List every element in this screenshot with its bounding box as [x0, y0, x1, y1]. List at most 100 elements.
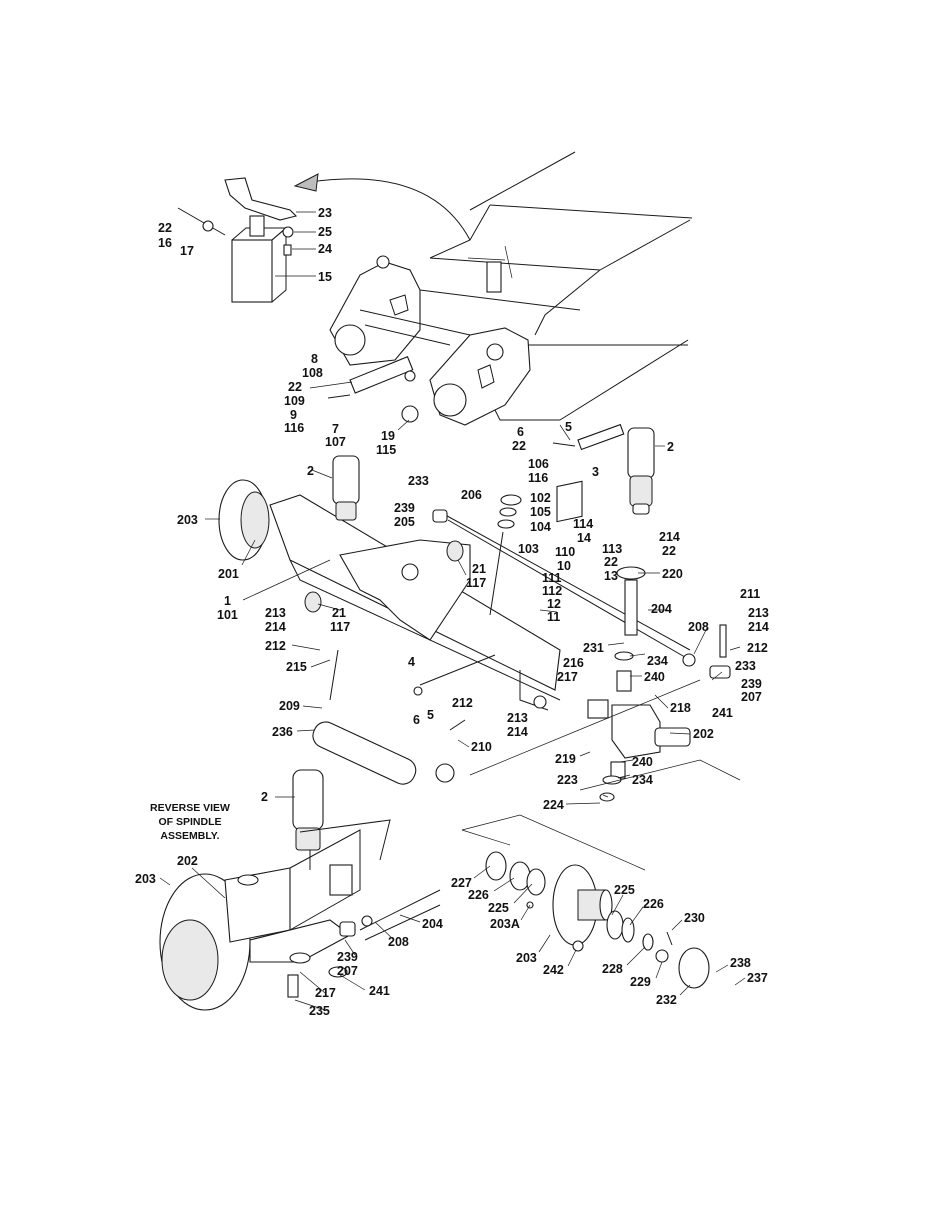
callout: 116	[284, 421, 304, 435]
callout: 206	[461, 488, 482, 502]
callout: 228	[602, 962, 623, 976]
callout: 101	[217, 608, 238, 622]
callout: 240	[644, 670, 665, 684]
callout: 110	[555, 545, 575, 559]
callout: 242	[543, 963, 564, 977]
callout: 11	[547, 610, 560, 624]
callout: 116	[528, 471, 548, 485]
callout: 233	[408, 474, 429, 488]
callout: 22	[158, 221, 172, 235]
callout: 201	[218, 567, 239, 581]
callout: 108	[302, 366, 323, 380]
callout: 104	[530, 520, 551, 534]
callout: 105	[530, 505, 551, 519]
callout: 213	[507, 711, 528, 725]
callout: 215	[286, 660, 307, 674]
callout: 214	[507, 725, 528, 739]
callout: 4	[408, 655, 415, 669]
callout: 225	[488, 901, 509, 915]
reverse-view-drawing	[159, 769, 441, 1011]
callout: 12	[547, 597, 561, 611]
callout: 239	[741, 677, 762, 691]
callout: 2	[261, 790, 268, 804]
callout: 17	[180, 244, 194, 258]
callout: 2	[667, 440, 674, 454]
callout-labels: 23 25 24 15 22 16 17 8 108 22 109 9 116 …	[135, 206, 769, 1018]
callout: 205	[394, 515, 415, 529]
callout: 213	[748, 606, 769, 620]
callout: 214	[659, 530, 680, 544]
callout: 218	[670, 701, 691, 715]
callout: 209	[279, 699, 300, 713]
note-line-1: REVERSE VIEW	[150, 802, 230, 814]
callout: 203A	[490, 917, 520, 931]
callout: 107	[325, 435, 346, 449]
callout: 6	[413, 713, 420, 727]
callout: 21	[332, 606, 346, 620]
note-line-3: ASSEMBLY.	[160, 830, 219, 842]
callout: 10	[557, 559, 571, 573]
callout: 22	[288, 380, 302, 394]
frame-rails-drawing	[293, 151, 693, 426]
callout: 14	[577, 531, 591, 545]
callout: 219	[555, 752, 576, 766]
callout: 211	[740, 587, 760, 601]
callout: 3	[592, 465, 599, 479]
callout: 231	[583, 641, 604, 655]
callout: 202	[693, 727, 714, 741]
callout: 230	[684, 911, 705, 925]
callout: 117	[466, 576, 486, 590]
callout: 111	[542, 571, 562, 585]
callout: 214	[748, 620, 769, 634]
callout: 208	[388, 935, 409, 949]
callout: 233	[735, 659, 756, 673]
callout: 212	[747, 641, 768, 655]
callout: 239	[337, 950, 358, 964]
callout: 237	[747, 971, 768, 985]
callout: 224	[543, 798, 564, 812]
callout: 226	[643, 897, 664, 911]
callout: 241	[369, 984, 390, 998]
reverse-view-note: REVERSE VIEW OF SPINDLE ASSEMBLY.	[150, 802, 230, 842]
callout: 106	[528, 457, 549, 471]
pin-hardware-drawing	[327, 356, 655, 515]
callout: 235	[309, 1004, 330, 1018]
callout: 241	[712, 706, 733, 720]
callout: 225	[614, 883, 635, 897]
callout: 208	[688, 620, 709, 634]
callout: 22	[512, 439, 526, 453]
callout: 204	[651, 602, 672, 616]
callout: 238	[730, 956, 751, 970]
callout: 213	[265, 606, 286, 620]
callout: 115	[376, 443, 396, 457]
callout: 15	[318, 270, 332, 284]
callout: 240	[632, 755, 653, 769]
callout: 103	[518, 542, 539, 556]
callout: 239	[394, 501, 415, 515]
callout: 214	[265, 620, 286, 634]
callout: 212	[265, 639, 286, 653]
callout: 109	[284, 394, 305, 408]
callout: 22	[604, 555, 618, 569]
callout: 5	[427, 708, 434, 722]
callout: 236	[272, 725, 293, 739]
callout: 16	[158, 236, 172, 250]
callout: 217	[557, 670, 578, 684]
callout: 7	[332, 422, 339, 436]
callout: 13	[604, 569, 618, 583]
callout: 114	[573, 517, 593, 531]
callout: 23	[318, 206, 332, 220]
mount-bracket-drawing	[177, 177, 298, 303]
callout: 112	[542, 584, 562, 598]
callout: 207	[337, 964, 358, 978]
axle-assembly-drawing	[218, 455, 741, 802]
callout: 217	[315, 986, 336, 1000]
callout: 24	[318, 242, 332, 256]
callout: 1	[224, 594, 231, 608]
callout: 234	[632, 773, 653, 787]
callout: 216	[563, 656, 584, 670]
callout: 234	[647, 654, 668, 668]
callout: 2	[307, 464, 314, 478]
callout: 204	[422, 917, 443, 931]
